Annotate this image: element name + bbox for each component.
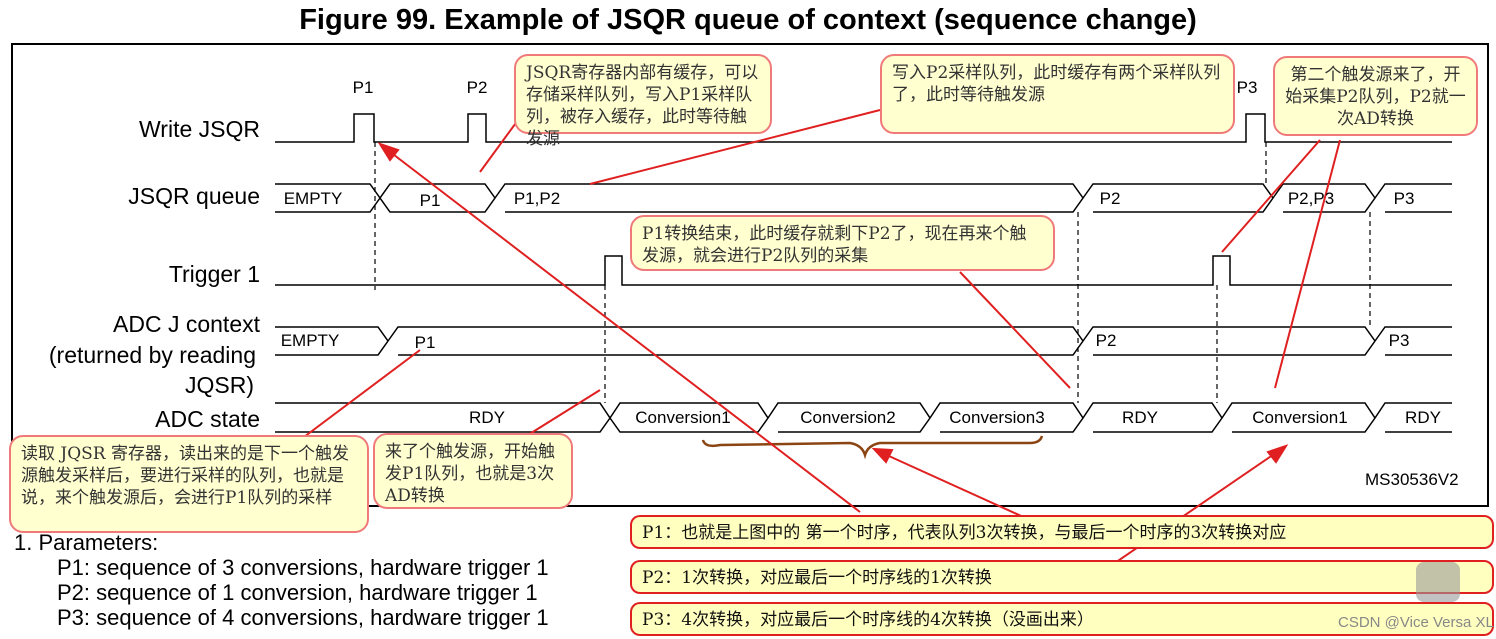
context-value: P2 <box>1095 331 1117 350</box>
figure-id: MS30536V2 <box>1365 470 1459 489</box>
label-jsqr-queue: JSQR queue <box>128 183 260 209</box>
label-write-jsqr: Write JSQR <box>139 116 260 142</box>
queue-value: P1 <box>419 191 441 210</box>
label-adc-state: ADC state <box>155 406 260 432</box>
callout-second-trigger: 第二个触发源来了，开始采集P2队列，P2就一次AD转换 <box>1273 56 1478 136</box>
label-adc-j-context: ADC J context <box>113 311 260 337</box>
label-adc-j-context-2: (returned by reading <box>48 342 256 368</box>
adc-state-bus <box>275 402 1452 433</box>
state-value: RDY <box>469 408 505 427</box>
trigger1-wave <box>275 255 1452 286</box>
queue-value: P2,P3 <box>1287 189 1335 208</box>
state-value: RDY <box>1122 408 1158 427</box>
adc-context-bus <box>275 326 1452 356</box>
label-trigger1: Trigger 1 <box>168 261 260 287</box>
context-value: P3 <box>1388 331 1410 350</box>
queue-value: P1,P2 <box>513 189 561 208</box>
watermark: CSDN @Vice Versa XL <box>1338 614 1494 631</box>
diagram-frame <box>11 43 1489 507</box>
queue-value: EMPTY <box>283 189 343 208</box>
callout-write-p2: 写入P2采样队列，此时缓存有两个采样队列了，此时等待触发源 <box>880 54 1235 134</box>
jsqr-queue-bus <box>275 183 1452 213</box>
callout-trigger-p1: 来了个触发源，开始触发P1队列，也就是3次AD转换 <box>373 433 573 509</box>
note-p2: P2：1次转换，对应最后一个时序线的1次转换 <box>630 560 1494 594</box>
callout-p1-done: P1转换结束，此时缓存就剩下P2了，现在再来个触发源，就会进行P2队列的采集 <box>630 215 1055 271</box>
params-heading: 1. Parameters: <box>14 530 159 555</box>
pulse-p2: P2 <box>466 78 488 97</box>
context-value: P1 <box>414 333 436 352</box>
state-value: Conversion1 <box>1252 408 1348 427</box>
note-p1: P1：也就是上图中的 第一个时序，代表队列3次转换，与最后一个时序的3次转换对应 <box>630 515 1494 549</box>
label-adc-j-context-3: JQSR) <box>185 372 254 398</box>
pulse-p3: P3 <box>1236 78 1258 97</box>
note-p3: P3：4次转换，对应最后一个时序线的4次转换（没画出来） <box>630 602 1494 636</box>
brace <box>701 435 1044 460</box>
context-value: EMPTY <box>280 331 340 350</box>
param-p3: P3: sequence of 4 conversions, hardware … <box>57 605 549 630</box>
state-value: Conversion3 <box>949 408 1045 427</box>
param-p1: P1: sequence of 3 conversions, hardware … <box>57 555 549 580</box>
comment-icon[interactable] <box>1416 562 1460 602</box>
callout-jsqr-buffer: JSQR寄存器内部有缓存，可以存储采样队列，写入P1采样队列，被存入缓存，此时等… <box>514 54 772 149</box>
queue-value: P2 <box>1099 189 1121 208</box>
state-value: RDY <box>1405 408 1441 427</box>
state-value: Conversion1 <box>635 408 731 427</box>
queue-value: P3 <box>1393 189 1415 208</box>
callout-read-jqsr: 读取 JQSR 寄存器，读出来的是下一个触发源触发采样后，要进行采样的队列，也就… <box>9 435 369 533</box>
state-value: Conversion2 <box>800 408 896 427</box>
param-p2: P2: sequence of 1 conversion, hardware t… <box>57 580 538 605</box>
pulse-p1: P1 <box>352 78 374 97</box>
dashed-markers <box>374 142 1371 403</box>
figure-title: Figure 99. Example of JSQR queue of cont… <box>299 4 1197 36</box>
write-jsqr-wave <box>275 113 1452 143</box>
